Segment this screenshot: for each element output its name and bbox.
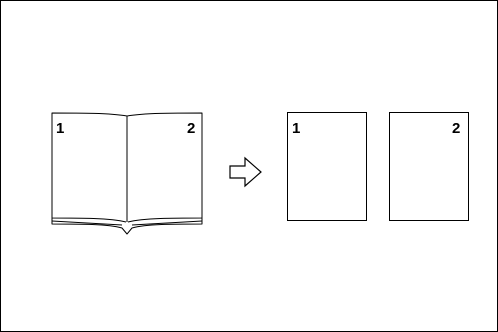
output-sheet-1-number: 1 [292, 120, 300, 137]
output-sheet-2-number: 2 [452, 120, 460, 137]
book-right-page-number: 2 [187, 120, 195, 137]
open-book [51, 112, 203, 235]
book-left-page-number: 1 [56, 120, 64, 137]
book-left-page [51, 112, 128, 223]
output-sheet-1 [287, 112, 367, 221]
book-page-edge-line [51, 220, 123, 226]
book-page-edge-line [131, 220, 203, 226]
book-bottom-edge [51, 218, 203, 235]
book-right-page [126, 112, 203, 223]
right-arrow-icon [229, 156, 262, 188]
output-sheet-2 [389, 112, 469, 221]
